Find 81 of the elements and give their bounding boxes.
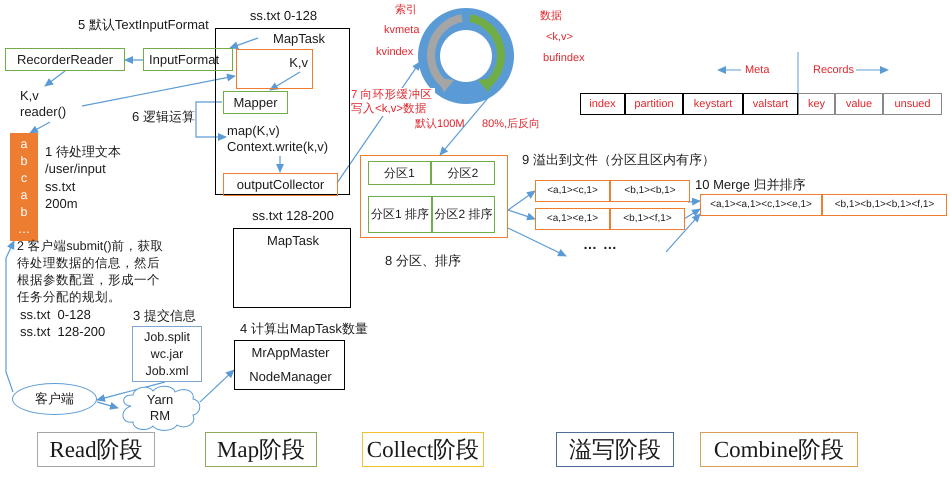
box-heading: ss.txt 128-200 xyxy=(251,208,335,224)
arrow xyxy=(439,98,488,156)
arrow xyxy=(508,209,536,220)
buffer-label: 默认100M xyxy=(415,117,466,132)
arrow xyxy=(200,369,235,402)
arrow xyxy=(229,37,258,50)
buffer-label: kvindex xyxy=(376,45,414,60)
step-caption: 9 溢出到文件（分区且区内有序） xyxy=(522,151,716,168)
app-master-box xyxy=(234,340,345,390)
edge-label: 6 逻辑运算 xyxy=(132,108,194,125)
step-caption: 3 提交信息 xyxy=(133,307,197,324)
merged-box: <a,1><a,1><c,1><e,1> xyxy=(700,194,822,216)
process-box: outputCollector xyxy=(223,173,338,196)
merged-box: <b,1><b,1><b,1><f,1> xyxy=(822,194,947,216)
arrow xyxy=(684,208,701,220)
phase-box: Read阶段 xyxy=(37,432,155,467)
file-caption: ss.txt 200m xyxy=(45,178,79,212)
buffer-label: kvmeta xyxy=(384,23,418,38)
arrow xyxy=(666,213,701,252)
arrow xyxy=(688,198,701,206)
edge-label: 7 向环形缓冲区写入<k,v>数据 xyxy=(351,88,435,116)
buffer-label: 80%,后反向 xyxy=(482,117,542,132)
step-caption: 4 计算出MapTask数量 xyxy=(240,320,369,337)
partition-cell: 分区1 xyxy=(368,161,431,185)
arrow xyxy=(29,121,50,134)
table-cell: keystart xyxy=(683,93,743,115)
reader-text: K,v reader() xyxy=(20,86,82,122)
buffer-label: <k,v> xyxy=(546,30,574,45)
arrow xyxy=(269,71,300,91)
table-header: Meta xyxy=(745,63,770,78)
spill-box: <b,1><f,1> xyxy=(610,208,685,230)
buffer-label: bufindex xyxy=(543,51,586,66)
note-text: 2 客户端submit()前，获取待处理数据的信息，然后根据参数配置，形成一个任务分配的规划。 xyxy=(17,238,165,306)
table-cell: value xyxy=(835,93,883,115)
role-label: MrAppMaster xyxy=(250,345,331,361)
arrow xyxy=(195,101,227,141)
phase-box: Collect阶段 xyxy=(362,432,484,467)
role-label: NodeManager xyxy=(248,369,333,385)
arrow xyxy=(276,156,284,173)
table-cell: partition xyxy=(625,93,683,115)
arrow xyxy=(508,227,567,257)
table-cell: key xyxy=(798,93,835,115)
process-box: RecorderReader xyxy=(5,48,125,71)
step-caption: 8 分区、排序 xyxy=(385,252,462,269)
partition-box xyxy=(360,155,508,238)
partition-cell: 分区2 xyxy=(431,161,495,185)
data-column: a b c a b … xyxy=(10,133,38,241)
task-label: MapTask xyxy=(259,30,339,48)
phase-box: 溢写阶段 xyxy=(556,432,674,467)
process-box: Mapper xyxy=(223,91,288,114)
arrow xyxy=(124,56,143,64)
step-caption: 10 Merge 归并排序 xyxy=(695,176,807,193)
arrow xyxy=(96,381,166,402)
arrow xyxy=(508,190,536,210)
split-text: ss.txt 0-128 xyxy=(20,306,92,323)
task-label: MapTask xyxy=(266,233,320,249)
file-list-box: Job.split wc.jar Job.xml xyxy=(132,326,202,382)
buffer-label: 数据 xyxy=(540,9,563,24)
buffer-label: 索引 xyxy=(395,2,418,18)
table-cell: index xyxy=(580,93,625,115)
table-header: Records xyxy=(813,63,855,78)
table-cell: valstart xyxy=(743,93,798,115)
phase-box: Map阶段 xyxy=(205,432,317,467)
client-ellipse: 客户端 xyxy=(12,383,97,415)
spill-box: <a,1><c,1> xyxy=(535,180,610,202)
box-heading: ss.txt 0-128 xyxy=(248,8,318,24)
arrow xyxy=(96,401,119,410)
phase-box: Combine阶段 xyxy=(700,432,858,467)
spill-box: <b,1><b,1> xyxy=(610,180,690,202)
spill-box: <a,1><e,1> xyxy=(535,208,610,230)
split-text: ss.txt 128-200 xyxy=(20,323,106,340)
kv-box: K,v xyxy=(236,49,313,89)
table-cell: unsued xyxy=(883,93,942,115)
partition-cell: 分区1 排序 xyxy=(368,196,432,233)
ellipsis-text: … … xyxy=(583,236,619,253)
step-caption: 5 默认TextInputFormat xyxy=(78,16,210,33)
arrow xyxy=(82,74,236,107)
method-text: map(K,v) Context.write(k,v) xyxy=(227,121,345,157)
arrow xyxy=(5,240,15,392)
partition-cell: 分区2 排序 xyxy=(432,196,495,233)
arrow xyxy=(44,70,66,87)
